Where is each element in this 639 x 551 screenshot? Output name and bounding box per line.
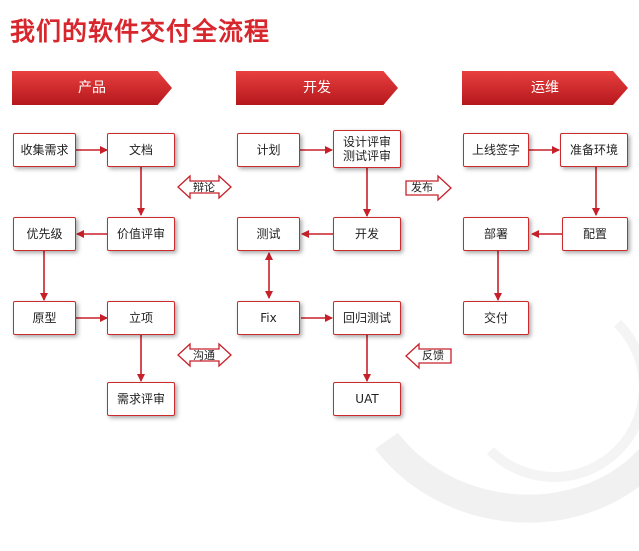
phase-product-banner: 产品 bbox=[12, 71, 172, 105]
feedback-label: 反馈 bbox=[422, 349, 444, 362]
box-label: 交付 bbox=[483, 311, 508, 325]
box-label: 计划 bbox=[256, 143, 281, 157]
box-deliver: 交付 bbox=[463, 301, 529, 335]
box-label: 部署 bbox=[483, 227, 508, 241]
box-configure: 配置 bbox=[562, 217, 628, 251]
release-label: 发布 bbox=[411, 181, 433, 194]
box-fix: Fix bbox=[237, 301, 300, 335]
box-test: 测试 bbox=[237, 217, 300, 251]
box-project-approval: 立项 bbox=[107, 301, 175, 335]
box-label-line2: 测试评审 bbox=[342, 149, 391, 163]
flow-arrows bbox=[40, 146, 600, 382]
box-launch-signoff: 上线签字 bbox=[463, 133, 529, 167]
box-uat: UAT bbox=[333, 382, 401, 416]
box-requirement-review: 需求评审 bbox=[107, 382, 175, 416]
box-label: 上线签字 bbox=[471, 143, 520, 157]
box-label: 准备环境 bbox=[569, 143, 618, 157]
communicate-label: 沟通 bbox=[193, 349, 215, 362]
box-label: 需求评审 bbox=[116, 392, 165, 406]
box-regression-test: 回归测试 bbox=[333, 301, 401, 335]
box-label: UAT bbox=[355, 392, 379, 406]
box-label: 回归测试 bbox=[342, 311, 391, 325]
box-label: 价值评审 bbox=[116, 227, 165, 241]
box-label: 配置 bbox=[582, 227, 607, 241]
debate-label: 辩论 bbox=[193, 181, 215, 194]
box-label: 收集需求 bbox=[20, 143, 69, 157]
communicate-double-arrow bbox=[177, 342, 232, 368]
box-prepare-environment: 准备环境 bbox=[560, 133, 628, 167]
box-collect-requirements: 收集需求 bbox=[13, 133, 76, 167]
feedback-left-arrow bbox=[405, 342, 452, 370]
page-title: 我们的软件交付全流程 bbox=[10, 17, 271, 46]
debate-double-arrow bbox=[177, 174, 232, 200]
phase-dev-banner: 开发 bbox=[236, 71, 398, 105]
phase-ops-banner: 运维 bbox=[462, 71, 628, 105]
release-right-arrow bbox=[405, 174, 452, 202]
box-document: 文档 bbox=[107, 133, 175, 167]
box-value-review: 价值评审 bbox=[107, 217, 175, 251]
box-label: 优先级 bbox=[26, 227, 63, 241]
box-deploy: 部署 bbox=[463, 217, 529, 251]
box-priority: 优先级 bbox=[13, 217, 76, 251]
box-label-line1: 设计评审 bbox=[342, 135, 391, 149]
box-label: 开发 bbox=[354, 227, 379, 241]
box-label: 立项 bbox=[128, 311, 153, 325]
box-label: 文档 bbox=[128, 143, 153, 157]
box-label: 测试 bbox=[256, 227, 281, 241]
box-design-test-review: 设计评审 测试评审 bbox=[333, 130, 401, 168]
box-label: Fix bbox=[260, 311, 277, 325]
box-develop: 开发 bbox=[333, 217, 401, 251]
box-prototype: 原型 bbox=[13, 301, 76, 335]
box-plan: 计划 bbox=[237, 133, 300, 167]
box-label: 原型 bbox=[32, 311, 57, 325]
